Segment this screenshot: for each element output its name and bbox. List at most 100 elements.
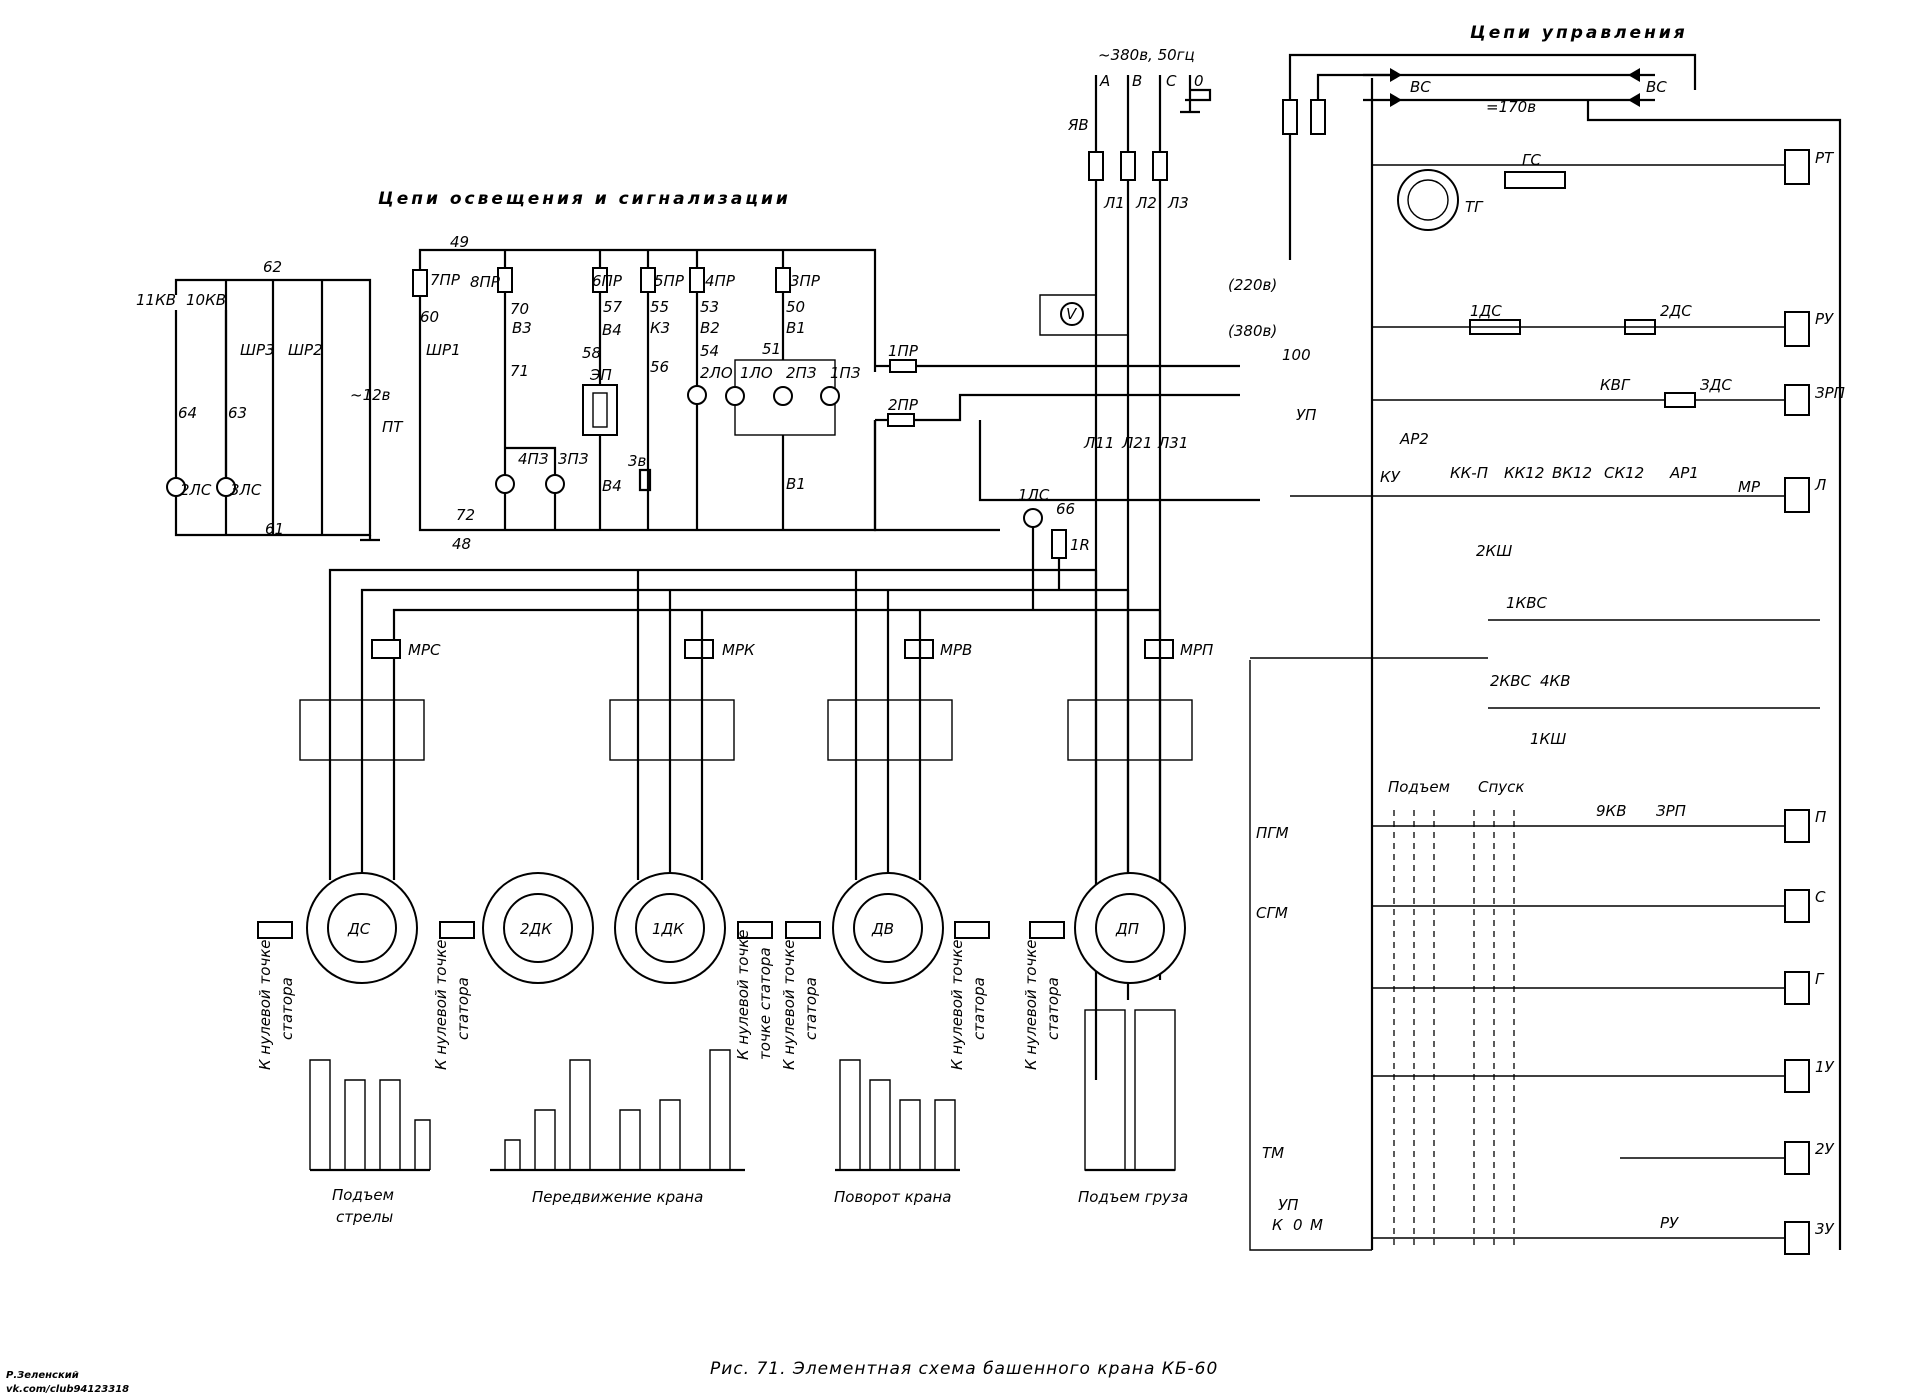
- label-s: С: [1815, 888, 1826, 906]
- label-tg: ТГ: [1465, 198, 1484, 216]
- wire-55: 55: [650, 298, 669, 316]
- label-m: М: [1310, 1216, 1323, 1234]
- wire-63: 63: [228, 404, 247, 422]
- label-2ds: 2ДС: [1660, 302, 1692, 320]
- label-b2: В2: [700, 319, 720, 337]
- label-9kv: 9КВ: [1596, 802, 1626, 820]
- lamp-2lo: [687, 385, 707, 405]
- motor-dp: МРП ДП Подъем груза: [1029, 570, 1213, 1206]
- lamp-4pz: [495, 474, 515, 494]
- label-pgm: ПГМ: [1256, 824, 1289, 842]
- label-2pz: 2ПЗ: [786, 364, 817, 382]
- wire-72: 72: [456, 506, 475, 524]
- v220-label: (220в): [1228, 276, 1277, 294]
- fuse-l1-label: Л1: [1103, 194, 1125, 212]
- label-kk-p: КК-П: [1450, 464, 1488, 482]
- title-crane-travel: Передвижение крана: [532, 1188, 703, 1206]
- fuse-8pr: [497, 267, 513, 293]
- label-shr2: ШР2: [288, 341, 323, 359]
- wire-56: 56: [650, 358, 669, 376]
- brake-mrs: [371, 639, 401, 659]
- label-2ksh: 2КШ: [1476, 542, 1512, 560]
- fuse-l2-label: Л2: [1135, 194, 1157, 212]
- bell-icon: [638, 468, 652, 492]
- label-vs-1: ВС: [1410, 78, 1431, 96]
- label-170v: =170в: [1486, 98, 1536, 116]
- label-k3: К3: [650, 319, 670, 337]
- fuse-5pr: [640, 267, 656, 293]
- signature-link: vk.com/club94123318: [6, 1384, 129, 1395]
- label-shr3: ШР3: [240, 341, 275, 359]
- label-1ds: 1ДС: [1470, 302, 1502, 320]
- label-7pr: 7ПР: [430, 271, 461, 289]
- note-neutral-dv: К нулевой точке: [780, 939, 798, 1070]
- label-b4: В4: [602, 477, 622, 495]
- label-2u: 2У: [1815, 1140, 1835, 1158]
- label-k: К: [1272, 1216, 1284, 1234]
- note-neutral-2dk: К нулевой точке: [432, 939, 450, 1070]
- note-neutral-ds: К нулевой точке: [256, 939, 274, 1070]
- wire-58: 58: [582, 344, 601, 362]
- label-4kv: 4КВ: [1540, 672, 1570, 690]
- wire-70: 70: [510, 300, 529, 318]
- fuse-1p: [1282, 99, 1298, 135]
- label-1r: 1R: [1070, 536, 1090, 554]
- wire-54: 54: [700, 342, 719, 360]
- note-neutral-dp: К нулевой точке: [1022, 939, 1040, 1070]
- motor-1dk: МРК 1ДК Передвижение крана: [532, 570, 773, 1206]
- motor-ds: МРС ДС Подъем стрелы: [257, 639, 441, 1226]
- fuse-7pr: [412, 269, 428, 297]
- label-3pr: 3ПР: [790, 272, 821, 290]
- switch-label: ЯВ: [1067, 116, 1089, 134]
- voltmeter-label: V: [1066, 305, 1078, 323]
- label-2lo: 2ЛО: [700, 364, 733, 382]
- label-mrk: МРК: [722, 641, 756, 659]
- lamp-3pz: [545, 474, 565, 494]
- fuse-4pr: [689, 267, 705, 293]
- label-up-1: УП: [1296, 406, 1316, 424]
- label-1pz: 1ПЗ: [830, 364, 861, 382]
- label-rt: РТ: [1815, 149, 1835, 167]
- figure-caption: Рис. 71. Элементная схема башенного кран…: [710, 1359, 1218, 1379]
- label-2kvs: 2КВС: [1490, 672, 1531, 690]
- motor-2dk: 2ДК: [439, 872, 594, 984]
- label-2ls: 2ЛС: [180, 481, 212, 499]
- wire-53: 53: [700, 298, 719, 316]
- note-neutral-ds-2: статора: [278, 977, 296, 1040]
- diode-vs-1: [1390, 68, 1402, 82]
- wire-49: 49: [450, 233, 469, 251]
- note-neutral-dv-b2: статора: [970, 977, 988, 1040]
- contactor-3u: [1784, 1221, 1810, 1255]
- wire-48: 48: [452, 535, 471, 553]
- control-heading: Цепи управления: [1470, 23, 1688, 43]
- label-vk12: ВК12: [1552, 464, 1592, 482]
- label-1dk: 1ДК: [652, 920, 685, 938]
- label-mrs: МРС: [408, 641, 441, 659]
- label-1u: 1У: [1815, 1058, 1835, 1076]
- phase-a: A: [1099, 72, 1110, 90]
- lamp-1lo: [725, 386, 745, 406]
- fuse-l3-label: Л3: [1167, 194, 1189, 212]
- label-ts-box: [257, 921, 293, 939]
- signal-lamp-1ls: 1ЛС 1R 66: [1018, 486, 1090, 610]
- resistor-banks: [309, 1009, 1176, 1172]
- wire-61: 61: [265, 520, 284, 538]
- label-3u: 3У: [1815, 1220, 1835, 1238]
- lamp-2pz: [773, 386, 793, 406]
- diode-vs-2: [1390, 93, 1402, 107]
- generator-gs: [1504, 171, 1566, 189]
- label-0: 0: [1293, 1216, 1303, 1234]
- fuse-2pr: [887, 413, 915, 427]
- fuse-l1: [1088, 151, 1104, 181]
- label-raise: Подъем: [1388, 778, 1450, 796]
- label-4pr: 4ПР: [705, 272, 736, 290]
- lighting-heading: Цепи освещения и сигнализации: [378, 189, 791, 209]
- l21-label: Л21: [1121, 434, 1152, 452]
- wire-66: 66: [1056, 500, 1075, 518]
- note-neutral-2dk-2: статора: [454, 977, 472, 1040]
- diode-vs-4: [1628, 93, 1640, 107]
- fuse-l2: [1120, 151, 1136, 181]
- label-vs-2: ВС: [1646, 78, 1667, 96]
